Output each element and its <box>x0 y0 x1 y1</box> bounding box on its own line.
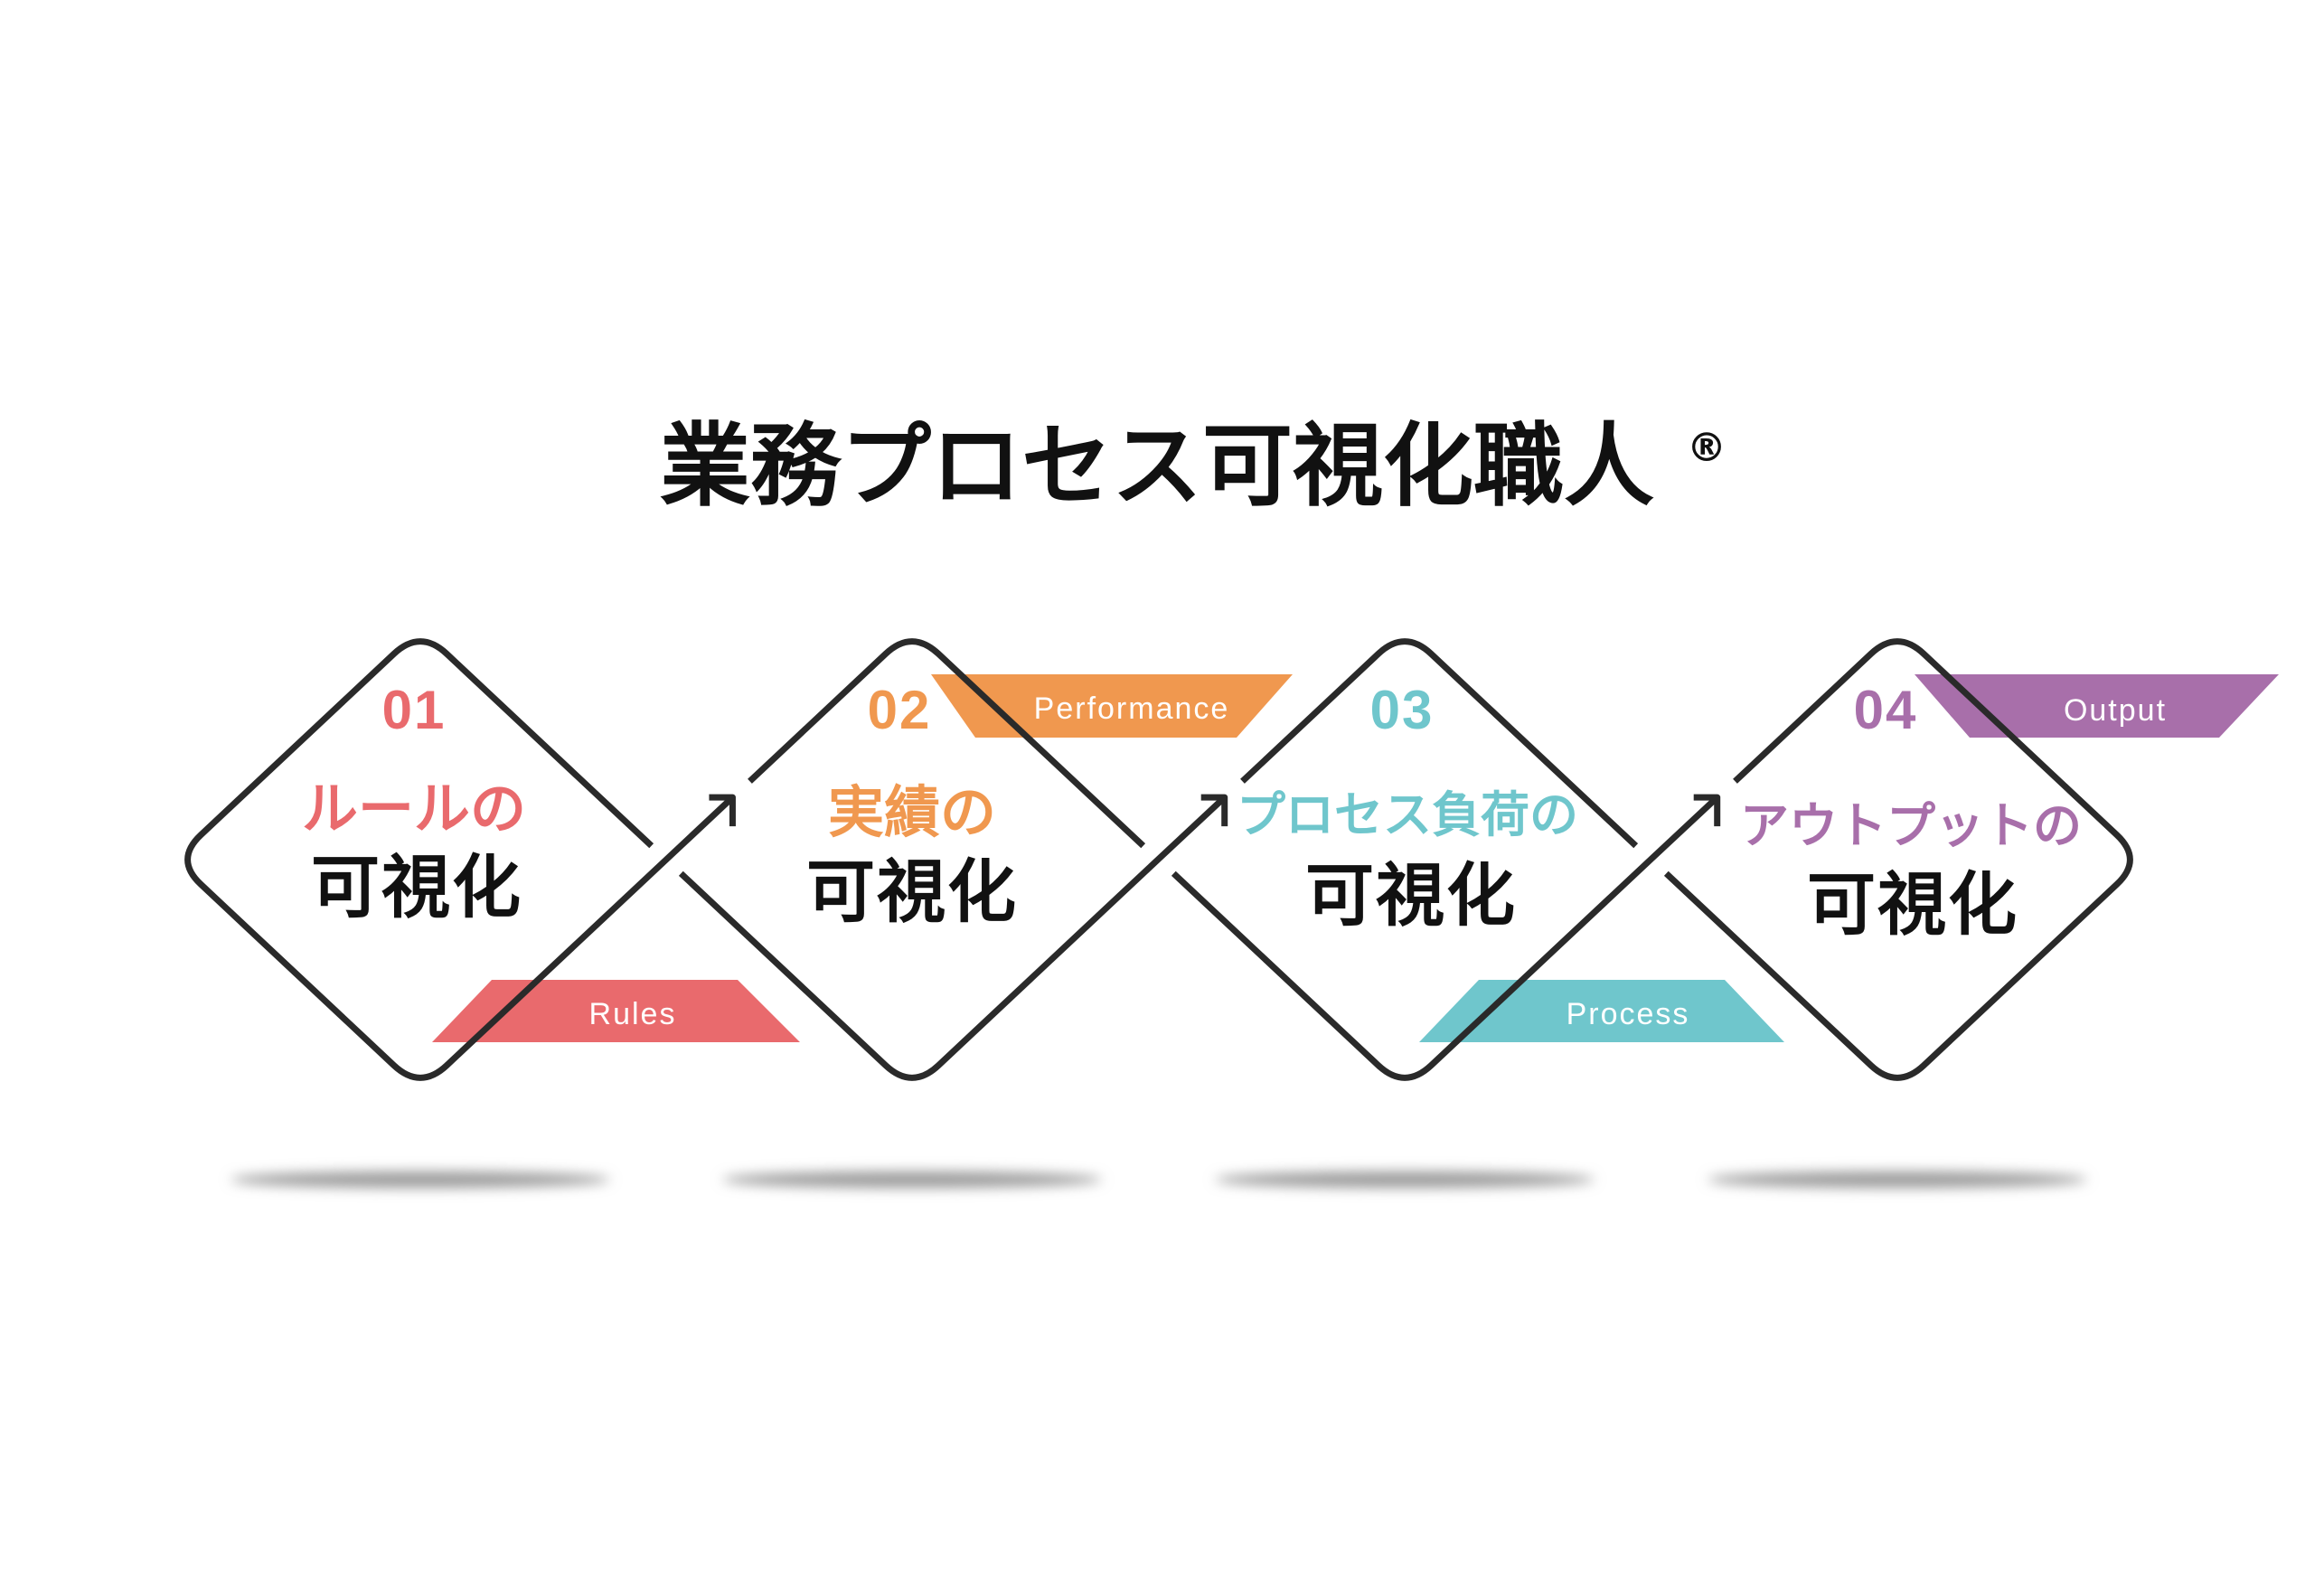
tag-performance: Performance <box>931 674 1293 738</box>
registered-mark: ® <box>1687 425 1727 471</box>
tag-band <box>1419 980 1784 1042</box>
tag-label: Process <box>1567 997 1690 1031</box>
diamond-outline <box>1240 638 1639 849</box>
step-03: 03 プロセス負荷の 可視化 <box>1237 680 1578 936</box>
step-number: 02 <box>868 680 932 740</box>
step-main-label: 可視化 <box>1305 855 1517 936</box>
step-subtitle: ルールの <box>302 776 526 842</box>
step-number: 01 <box>382 680 447 740</box>
step-02: 02 実績の 可視化 <box>806 680 1018 932</box>
diamond-shadow <box>231 1171 610 1188</box>
arrow-head-icon <box>1200 794 1228 827</box>
step-main-label: 可視化 <box>806 851 1018 932</box>
step-number: 03 <box>1370 680 1435 740</box>
diamond-shadow <box>722 1171 1102 1188</box>
diamond-shadow <box>1215 1171 1595 1188</box>
diamond-outlines <box>184 638 2133 1081</box>
tag-band <box>1915 674 2279 738</box>
tag-rules: Rules <box>432 980 800 1042</box>
title-text: 業務プロセス可視化職人 <box>660 413 1654 519</box>
tag-label: Performance <box>1034 691 1230 726</box>
diamond-outline <box>678 795 1228 1081</box>
step-subtitle: プロセス負荷の <box>1237 786 1578 843</box>
step-04: 04 アウトプットの 可視化 <box>1740 680 2082 945</box>
tag-label: Rules <box>589 997 677 1031</box>
step-main-label: 可視化 <box>311 847 522 927</box>
diamond-outline <box>184 638 735 1081</box>
step-main-label: 可視化 <box>1807 864 2018 945</box>
tag-process: Process <box>1419 980 1784 1042</box>
diamond-outline <box>1663 638 2133 1081</box>
shadows <box>231 1171 2087 1188</box>
diamond-shadow <box>1708 1171 2087 1188</box>
tag-label: Output <box>2064 693 2167 728</box>
diamond-outline <box>748 638 1146 849</box>
tag-output: Output <box>1915 674 2279 738</box>
step-01: 01 ルールの 可視化 <box>302 680 526 927</box>
step-subtitle: 実績の <box>828 779 996 845</box>
arrow-head-icon <box>709 794 736 827</box>
page-title: 業務プロセス可視化職人 ® <box>660 413 1727 519</box>
tag-band <box>931 674 1293 738</box>
arrow-head-icon <box>1693 794 1721 827</box>
step-number: 04 <box>1854 680 1918 740</box>
diamond-outline <box>1171 795 1720 1081</box>
step-subtitle: アウトプットの <box>1740 797 2082 854</box>
